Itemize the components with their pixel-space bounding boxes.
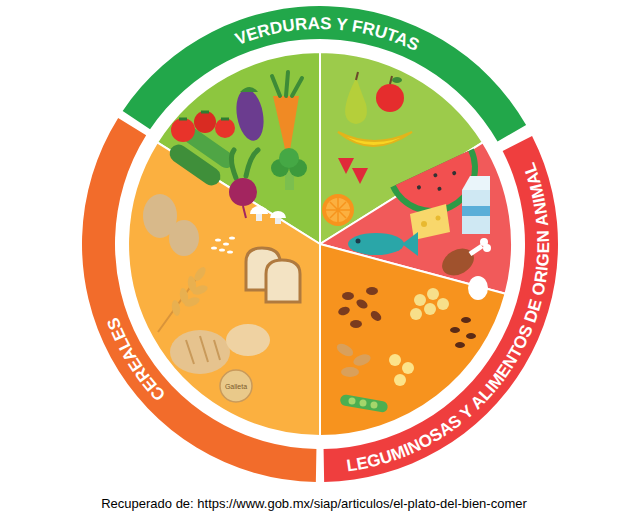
band-label: CEREALES: [103, 315, 169, 405]
broccoli: [271, 148, 307, 190]
band-label: LEGUMINOSAS Y ALIMENTOS DE ORIGEN ANIMAL: [345, 160, 553, 475]
strawberries: [338, 158, 368, 184]
ring-band-shape: CEREALES: [80, 4, 560, 484]
peanuts: [335, 341, 372, 377]
chicken-leg: [437, 238, 491, 281]
potatoes: [143, 194, 199, 256]
plate-slices: [128, 52, 512, 436]
ring-band: CEREALES: [80, 4, 560, 484]
pear: [345, 72, 367, 124]
peas: [339, 394, 388, 413]
eggplant: [233, 87, 268, 143]
bread-loaves: [170, 324, 270, 374]
cookie: [220, 370, 252, 402]
corn-pieces: [389, 354, 414, 386]
orange: [322, 194, 354, 226]
banana: [338, 132, 412, 146]
wheat: [158, 265, 209, 332]
ring-arc: [123, 6, 526, 141]
fish: [348, 232, 418, 256]
milk-carton: [462, 176, 490, 234]
food-label: Galleta: [225, 383, 247, 390]
source-caption: Recuperado de: https://www.gob.mx/siap/a…: [101, 496, 527, 511]
bread-slices: [246, 248, 300, 302]
ring-arc: [324, 136, 558, 482]
lentils: [450, 317, 476, 348]
tomatoes: [171, 111, 235, 142]
chickpeas: [410, 288, 449, 320]
beans: [337, 287, 383, 328]
ring-arc: [82, 118, 316, 482]
mushrooms: [250, 206, 286, 224]
rice: [211, 236, 235, 253]
egg: [468, 276, 488, 300]
band-label: VERDURAS Y FRUTAS: [233, 14, 422, 55]
apple: [376, 76, 404, 112]
